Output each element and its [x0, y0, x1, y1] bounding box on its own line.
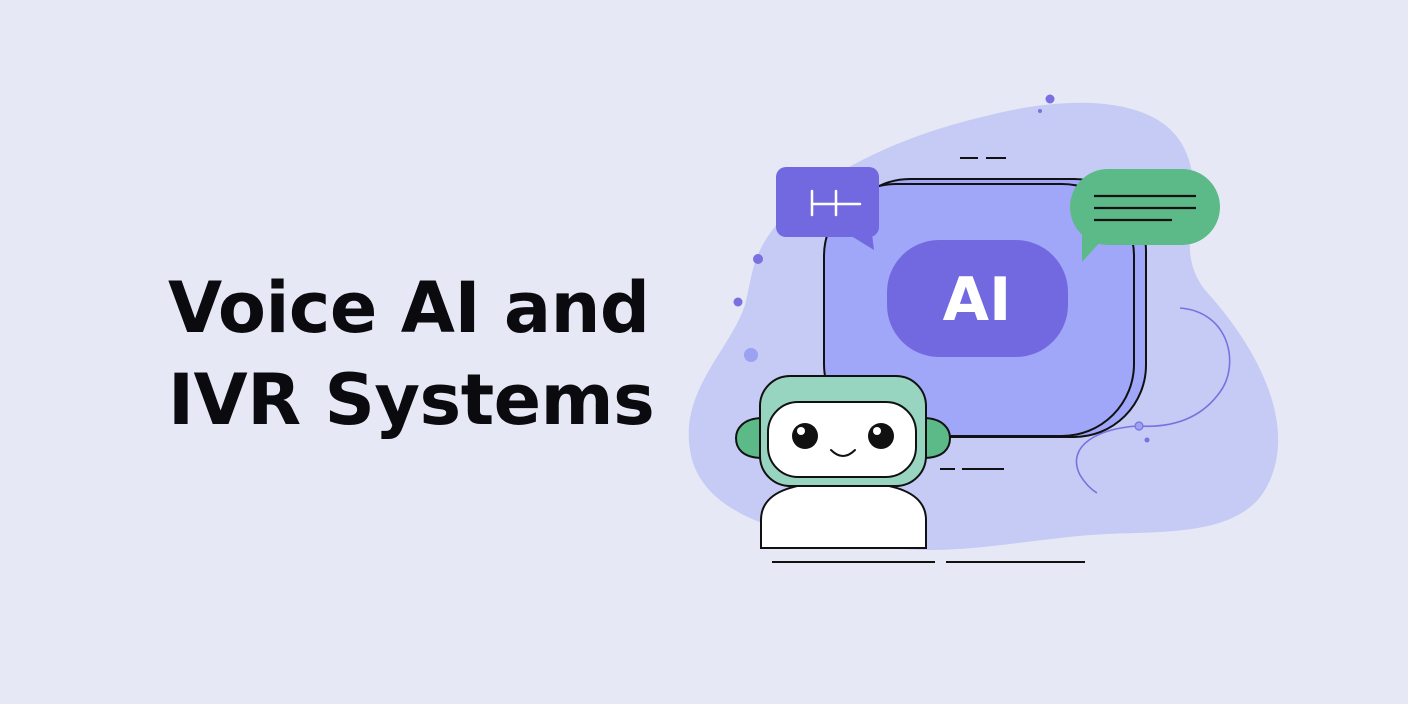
page-title: Voice AI and IVR Systems — [168, 262, 688, 446]
ai-badge-label: AI — [943, 265, 1012, 335]
decor-dot — [733, 297, 743, 307]
right-chat-bubble-icon — [1070, 169, 1220, 262]
connector-node — [1134, 421, 1144, 431]
decor-dot — [1045, 94, 1055, 104]
left-chat-bubble-icon — [776, 167, 879, 250]
headline-line-1: Voice AI and — [168, 267, 650, 349]
robot-icon — [734, 375, 952, 549]
decor-dot — [744, 348, 758, 362]
decor-dot — [1038, 109, 1042, 113]
decor-dot — [753, 254, 763, 264]
ai-badge-icon: AI — [887, 240, 1068, 357]
decor-dot — [1144, 437, 1150, 443]
headline-line-2: IVR Systems — [168, 359, 655, 441]
